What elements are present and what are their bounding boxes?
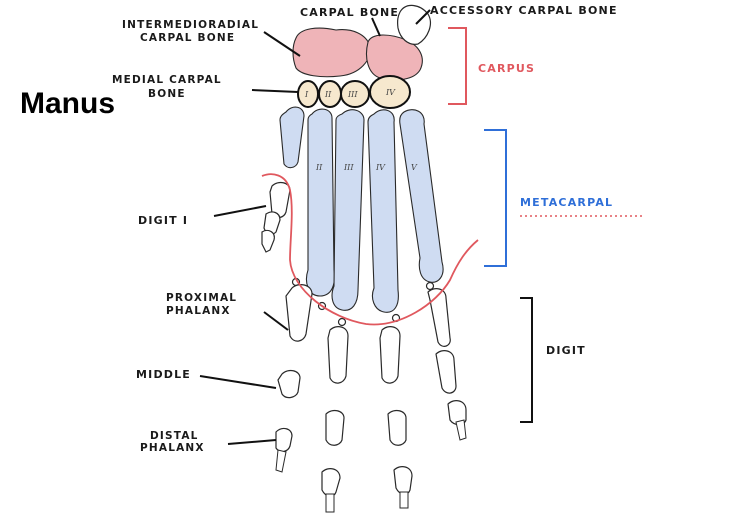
carpal-bone-label: CARPAL BONE — [300, 6, 399, 19]
middle-phalanx — [277, 369, 301, 399]
metacarpal-iv — [367, 109, 399, 313]
digit-i-label: DIGIT I — [138, 214, 188, 227]
distal-phalanx — [447, 400, 467, 426]
medial-carpal-leader — [251, 89, 299, 93]
metacarpal-bones: II III IV V — [279, 106, 444, 313]
proximal-phalanx-label-line1: PROXIMAL — [166, 292, 237, 304]
proximal-phalanx-label-line2: PHALANX — [166, 305, 231, 317]
intermedioradial-carpal-bone — [292, 27, 371, 78]
proximal-phalanx — [327, 326, 349, 384]
distal-phalanx-leader — [227, 439, 277, 445]
digit-i-bones — [261, 181, 291, 253]
meta-numeral-iv: IV — [375, 163, 386, 172]
carpal-numeral-iv: IV — [385, 88, 396, 97]
carpus-bracket — [448, 27, 467, 105]
accessory-carpal-label: ACCESSORY CARPAL BONE — [430, 4, 618, 17]
claw — [399, 491, 409, 509]
digit-label: DIGIT — [546, 344, 586, 357]
distal-phalanx — [321, 468, 341, 497]
digit-i-leader — [213, 205, 267, 217]
carpal-bone-leader — [371, 17, 381, 37]
medial-carpal-label-line2: BONE — [148, 88, 186, 100]
proximal-phalanx-leader — [263, 311, 289, 331]
intermedioradial-label-line2: CARPAL BONE — [140, 32, 235, 44]
distal-phalanx-label-line2: PHALANX — [140, 442, 205, 454]
proximal-phalanx — [379, 326, 401, 384]
page-title: Manus — [20, 87, 115, 120]
digit-ii — [275, 284, 313, 473]
proximal-phalanx — [427, 288, 451, 347]
digit-bracket — [520, 297, 533, 423]
metacarpal-label: METACARPAL — [520, 196, 613, 209]
distal-phalanx — [393, 466, 413, 495]
carpus-label: CARPUS — [478, 62, 535, 75]
digit-iii — [321, 326, 349, 513]
ulnar-carpal-bone — [365, 34, 423, 81]
digit-i-distal-phalanx — [261, 229, 275, 253]
carpal-numeral-ii: II — [324, 90, 332, 99]
meta-numeral-ii: II — [315, 163, 323, 172]
carpal-bones: I II III IV — [292, 4, 431, 109]
claw — [275, 449, 287, 473]
meta-numeral-iii: III — [343, 163, 354, 172]
distal-phalanx-label-line1: DISTAL — [150, 430, 199, 442]
intermedioradial-label-line1: INTERMEDIORADIAL — [122, 19, 259, 31]
accessory-carpal-bone — [397, 4, 431, 45]
metacarpal-v — [399, 109, 444, 283]
metacarpal-bracket — [484, 129, 507, 267]
sesamoid — [337, 317, 347, 327]
middle-phalanx — [387, 409, 407, 446]
claw — [455, 419, 467, 441]
carpal-numeral-i: I — [304, 90, 309, 99]
metacarpal-i — [279, 106, 305, 169]
carpal-numeral-iii: III — [347, 90, 358, 99]
middle-phalanx-label: MIDDLE — [136, 368, 191, 381]
distal-phalanx — [275, 427, 293, 453]
sesamoid — [425, 281, 435, 291]
metacarpal-region-outline — [261, 173, 479, 326]
proximal-phalanx — [285, 284, 313, 342]
metacarpal-iii — [331, 109, 365, 311]
claw — [325, 493, 335, 513]
medial-carpal-label-line1: MEDIAL CARPAL — [112, 74, 222, 86]
distal-carpal-row — [297, 75, 411, 109]
carpal-bone-iii — [340, 80, 370, 108]
carpal-bone-iv — [369, 75, 411, 109]
digit-v — [427, 288, 467, 441]
middle-phalanx-leader — [199, 375, 277, 389]
sesamoid-bones — [291, 277, 435, 327]
metacarpal-ii — [305, 108, 336, 297]
accessory-carpal-leader — [415, 9, 431, 25]
meta-numeral-v: V — [411, 163, 418, 172]
middle-phalanx — [435, 350, 457, 394]
middle-phalanx — [325, 409, 345, 446]
digit-iv — [379, 326, 413, 509]
intermedioradial-leader — [263, 31, 301, 57]
